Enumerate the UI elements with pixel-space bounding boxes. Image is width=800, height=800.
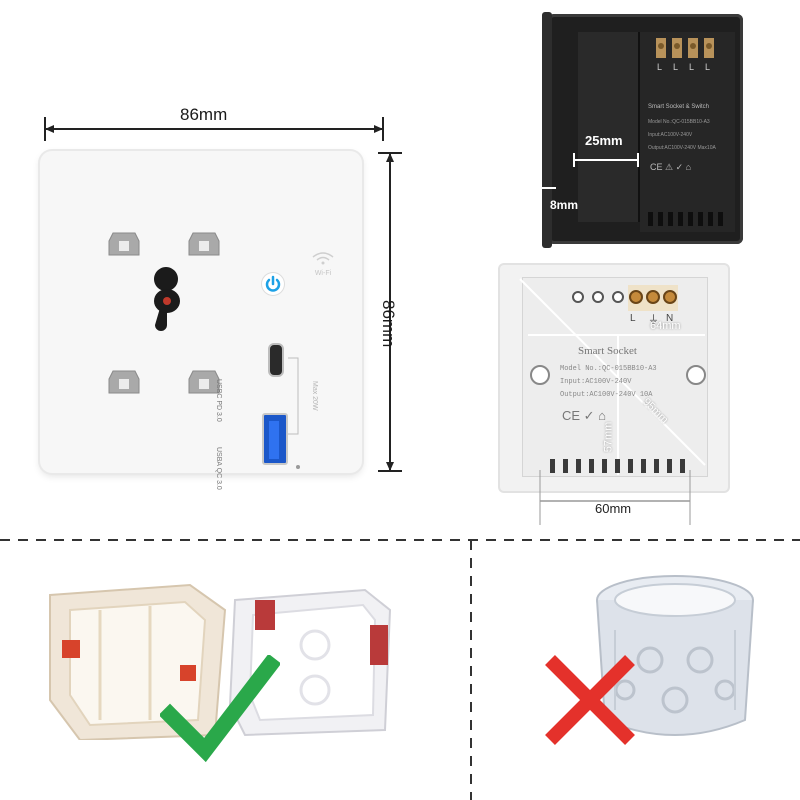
rear-product-title: Smart Socket [578, 345, 637, 357]
cross-mark-icon [545, 655, 635, 745]
inner-width-label: 64mm [650, 320, 681, 332]
height-dimension-line [378, 152, 402, 472]
width-dimension-line [44, 117, 384, 141]
front-view: 86mm 86mm [20, 95, 420, 495]
rear-input-text: Input:AC100V-240V [560, 378, 632, 386]
depth-label: 25mm [585, 133, 623, 148]
terminal-label-2: L [673, 62, 679, 72]
ground-symbol: ⏚ [648, 314, 659, 326]
socket-panel: Wi-Fi USBC PD 3.0 USBA QC 3.0 Max 20W [40, 151, 362, 490]
terminal-l-label: L [630, 313, 636, 324]
wifi-label: Wi-Fi [314, 270, 332, 277]
status-led [296, 465, 300, 469]
inner-housing [578, 32, 640, 222]
white-mounting-box [228, 588, 392, 737]
section-divider [0, 539, 800, 800]
universal-outlet [108, 232, 220, 394]
rear-view: L ⏚ N 64mm 95mm 57mm 60mm Smart Socket M… [500, 265, 740, 525]
rear-model-text: Model No.:QC-015BB10-A3 [560, 365, 657, 373]
flange-label: 8mm [550, 198, 579, 212]
usb-a-label: USBA QC 3.0 [215, 447, 222, 490]
check-mark-icon [160, 655, 280, 763]
terminal-label-3: L [689, 62, 695, 72]
rear-cert-marks: CE ✓ ⌂ [562, 408, 607, 423]
front-plate-edge [542, 12, 552, 248]
usb-power-label: Max 20W [311, 381, 318, 411]
compatible-boxes [40, 560, 440, 790]
wifi-indicator: Wi-Fi [306, 251, 340, 281]
rear-vents [550, 459, 685, 473]
power-icon [265, 275, 281, 292]
usb-c-label: USBC PD 3.0 [215, 379, 222, 422]
height-label: 86mm [379, 300, 398, 348]
incompatible-box [520, 570, 780, 790]
usb-power-bracket [288, 357, 299, 435]
side-terminals [656, 38, 714, 58]
inner-height-label: 57mm [602, 421, 615, 453]
beige-mounting-box [49, 583, 227, 740]
rear-output-text: Output:AC100V-240V 10A [560, 391, 653, 399]
wifi-icon [312, 252, 334, 265]
rear-mount-hole-left [530, 365, 550, 385]
rear-dimension-lines [519, 278, 706, 525]
usb-c-port[interactable] [268, 343, 284, 377]
side-cert-marks: CE ⚠ ✓ ⌂ [650, 162, 692, 172]
outer-housing [640, 32, 735, 232]
usb-a-port[interactable] [262, 413, 288, 465]
flange-dimension-line [542, 187, 556, 189]
terminal-label-1: L [657, 62, 663, 72]
depth-dimension-line [573, 153, 639, 167]
side-model-text: Model No.:QC-015BB10-A3 [648, 119, 710, 125]
terminal-label-4: L [705, 62, 711, 72]
side-input-text: Input:AC100V-240V [648, 132, 693, 138]
width-label: 86mm [180, 105, 228, 124]
rear-mount-hole-right [686, 365, 706, 385]
side-view: L L L L Smart Socket & Switch Model No.:… [540, 12, 750, 252]
outer-width-label: 60mm [595, 501, 632, 516]
terminal-n-label: N [666, 313, 674, 324]
side-product-title: Smart Socket & Switch [648, 104, 710, 110]
side-vents [648, 212, 723, 226]
round-mounting-box [596, 575, 754, 736]
side-output-text: Output:AC100V-240V Max10A [648, 145, 716, 151]
rear-terminals [572, 285, 678, 311]
power-touch-button[interactable] [262, 273, 284, 295]
